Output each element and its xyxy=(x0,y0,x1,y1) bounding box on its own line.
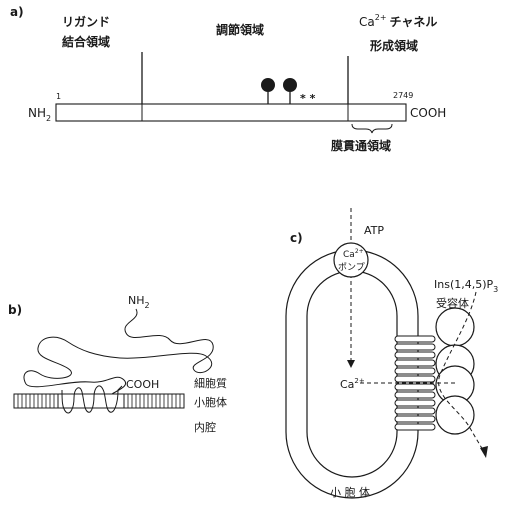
asterisk-marks: * * xyxy=(300,92,316,105)
transmembrane-bracket xyxy=(352,124,392,133)
transmembrane-domain-label: 膜貫通領域 xyxy=(331,138,391,153)
receptor-label: Ins(1,4,5)P3 xyxy=(434,278,498,294)
ca-label: Ca2+ xyxy=(340,377,365,391)
membrane-segment-right xyxy=(124,394,184,408)
ligand-domain-label-line2: 結合領域 xyxy=(62,34,110,49)
pump-ion-text: Ca xyxy=(343,250,355,260)
protein-bar xyxy=(56,104,406,121)
membrane-segment-left xyxy=(14,394,58,408)
ca-release-arrowhead xyxy=(480,446,488,458)
receptor-text: Ins(1,4,5)P xyxy=(434,278,494,291)
er-body-label: 小 胞 体 xyxy=(330,485,370,499)
b-n-terminus-label: NH2 xyxy=(128,294,150,310)
n-terminus-label: NH2 xyxy=(28,106,51,123)
receptor-subscript: 3 xyxy=(493,285,498,294)
ligand-domain-label-line1: リガンド xyxy=(62,14,110,29)
ca-pathway-arrowhead xyxy=(347,360,355,368)
panel-a: a) リガンド 結合領域 調節領域 Ca2+チャネル 形成領域 NH2 1 27… xyxy=(10,5,446,153)
b-n-terminus-text: NH xyxy=(128,294,145,307)
er-label: 小胞体 xyxy=(194,395,227,409)
residue-end-label: 2749 xyxy=(393,91,413,100)
cytoplasm-label: 細胞質 xyxy=(194,376,227,390)
panel-b: b) NH2 COOH 細胞質 小胞体 内腔 xyxy=(8,294,227,434)
channel-ca-superscript: 2+ xyxy=(375,13,387,22)
panel-c-label: c) xyxy=(290,231,303,245)
pump-ion-superscript: 2+ xyxy=(355,248,364,255)
membrane-hatch-right xyxy=(128,394,180,408)
channel-ca-text: Ca xyxy=(359,15,375,29)
panel-c: c) ATP Ca2+ ポンプ xyxy=(286,208,498,499)
n-terminus-subscript: 2 xyxy=(46,114,51,123)
c-terminus-label: COOH xyxy=(410,106,446,120)
transmembrane-loops xyxy=(62,386,122,413)
receptor-label-line2: 受容体 xyxy=(436,296,469,310)
receptor-coils xyxy=(395,336,435,430)
pump-name-label: ポンプ xyxy=(338,262,365,273)
panel-b-label: b) xyxy=(8,303,22,317)
b-c-terminus-label: COOH xyxy=(126,378,159,391)
membrane-hatch-left xyxy=(18,394,54,408)
phosphorylation-site-2 xyxy=(283,78,297,92)
residue-start-label: 1 xyxy=(56,92,61,101)
channel-suffix-text: チャネル xyxy=(390,15,438,29)
channel-domain-label: Ca2+チャネル xyxy=(359,13,437,29)
lumen-label: 内腔 xyxy=(194,420,216,434)
b-n-terminus-subscript: 2 xyxy=(145,301,150,310)
cytoplasmic-chain xyxy=(24,309,213,394)
panel-a-label: a) xyxy=(10,5,24,19)
n-terminus-text: NH xyxy=(28,106,46,120)
phosphorylation-site-1 xyxy=(261,78,275,92)
ca-text: Ca xyxy=(340,378,354,391)
channel-domain-label-line2: 形成領域 xyxy=(370,38,418,53)
regulatory-domain-label: 調節領域 xyxy=(216,22,264,37)
er-inner-membrane xyxy=(307,271,397,477)
atp-label: ATP xyxy=(364,224,384,237)
ca-superscript: 2+ xyxy=(354,377,364,385)
